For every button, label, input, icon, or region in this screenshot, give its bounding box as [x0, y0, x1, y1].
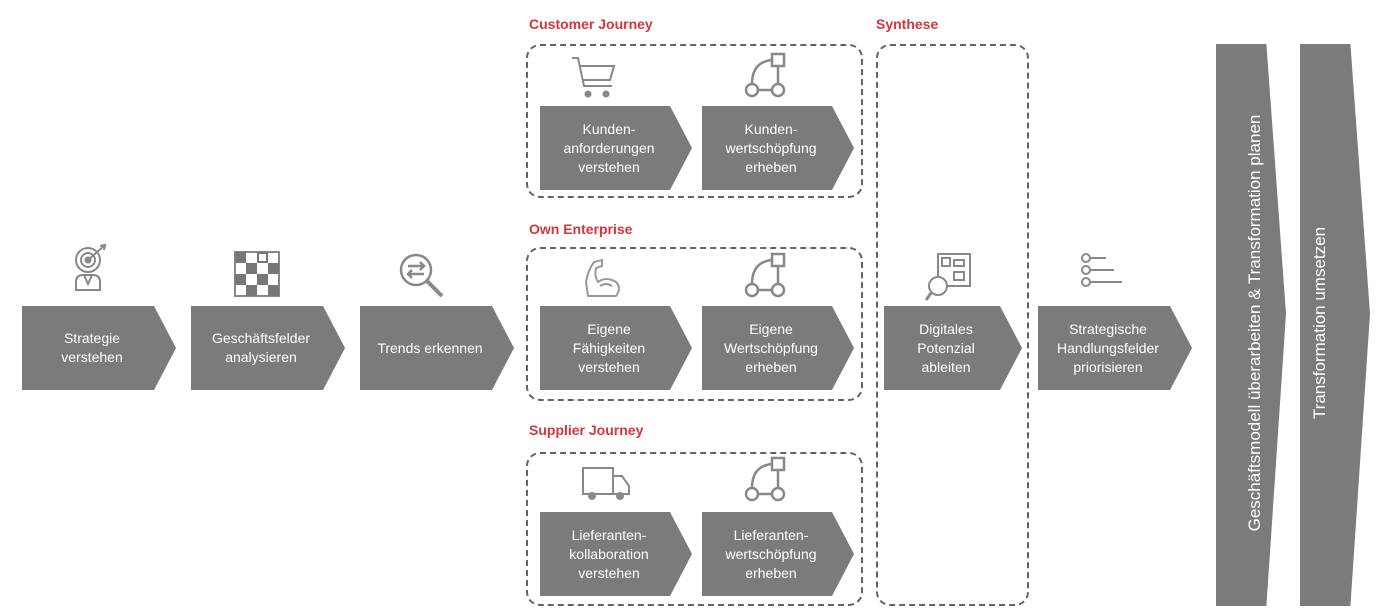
synthese-group — [876, 44, 1029, 606]
step-label: Eigene Fähigkeiten verstehen — [572, 320, 646, 375]
trend-magnifier-icon — [399, 253, 444, 298]
muscle-arm-icon — [584, 258, 620, 297]
step-lieferantenkollaboration: Lieferanten- kollaboration verstehen — [540, 512, 692, 596]
step-strategische-handlungsfelder: Strategische Handlungsfelder priorisiere… — [1038, 306, 1192, 390]
step-lieferantenwertschoepfung: Lieferanten- wertschöpfung erheben — [702, 512, 854, 596]
step-geschaeftsfelder-analysieren: Geschäftsfelder analysieren — [191, 306, 345, 390]
step-kundenwertschoepfung: Kunden- wertschöpfung erheben — [702, 106, 854, 190]
synthese-label: Synthese — [876, 16, 939, 32]
step-trends-erkennen: Trends erkennen — [360, 306, 514, 390]
plan-transformation-label: Geschäftsmodell überarbeiten & Transform… — [1245, 114, 1264, 532]
step-label: Kunden- wertschöpfung erheben — [725, 120, 817, 175]
own-enterprise-group — [526, 247, 863, 401]
step-label: Strategische Handlungsfelder priorisiere… — [1057, 320, 1159, 375]
step-label: Strategie verstehen — [61, 330, 123, 365]
chessboard-icon — [234, 251, 280, 297]
shopping-cart-icon — [572, 57, 616, 98]
supplier-journey-group — [526, 452, 863, 606]
step-label: Lieferanten- kollaboration verstehen — [569, 526, 649, 581]
analysis-magnifier-icon — [924, 253, 971, 301]
transformation-umsetzen-label: Transformation umsetzen — [1310, 226, 1329, 420]
step-label: Geschäftsfelder analysieren — [211, 330, 311, 365]
delivery-truck-icon — [582, 467, 630, 500]
step-kundenanforderungen: Kunden- anforderungen verstehen — [540, 106, 692, 190]
step-label: Kunden- anforderungen verstehen — [563, 120, 655, 175]
priority-list-icon — [1081, 253, 1122, 287]
flow-diagram-icon — [744, 52, 786, 98]
supplier-journey-label: Supplier Journey — [529, 422, 644, 438]
customer-journey-group — [526, 44, 863, 198]
own-enterprise-label: Own Enterprise — [529, 221, 633, 237]
step-label: Eigene Wertschöpfung erheben — [724, 320, 818, 375]
step-digitales-potenzial: Digitales Potenzial ableiten — [884, 306, 1022, 390]
step-label: Lieferanten- wertschöpfung erheben — [725, 526, 817, 581]
flow-diagram-icon — [744, 456, 786, 502]
target-person-icon — [75, 243, 107, 291]
step-eigene-faehigkeiten: Eigene Fähigkeiten verstehen — [540, 306, 692, 390]
step-eigene-wertschoepfung: Eigene Wertschöpfung erheben — [702, 306, 854, 390]
customer-journey-label: Customer Journey — [529, 16, 653, 32]
step-label: Digitales Potenzial ableiten — [917, 320, 975, 375]
step-strategie-verstehen: Strategie verstehen — [22, 306, 176, 390]
step-label: Trends erkennen — [377, 339, 483, 356]
flow-diagram-icon — [744, 252, 786, 298]
